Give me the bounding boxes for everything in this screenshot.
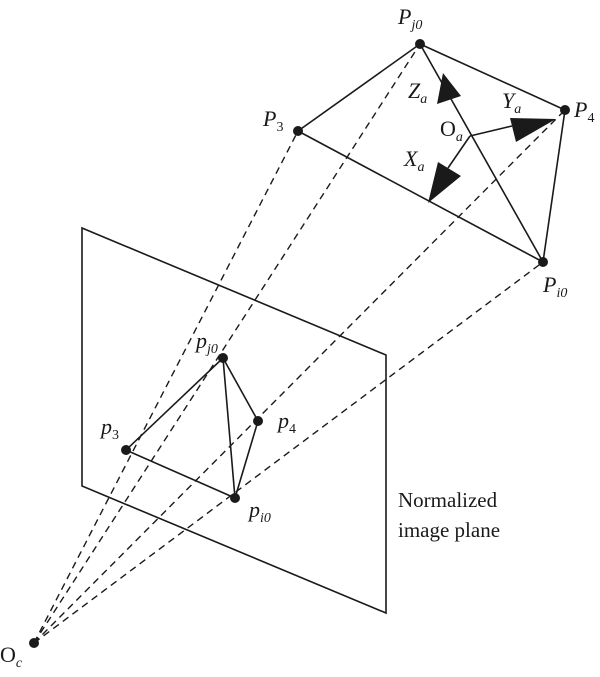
edge-pj0-p4 [222,357,259,422]
z-axis-arrow [437,73,461,104]
object-axes [428,73,556,203]
label-Oc: Oc [0,642,23,671]
label-Pi0: Pi0 [542,272,567,301]
ray-to-Pj0 [33,43,421,644]
label-pj0: pj0 [194,328,218,357]
edge-P4-Pi0 [542,109,566,263]
label-Xa: Xa [403,146,424,175]
edge-pi0-p3 [125,449,236,499]
label-Oa: Oa [440,116,463,145]
point-Pi0 [538,257,548,267]
projection-rays [33,43,566,644]
object-frame [297,43,566,263]
label-Pj0: Pj0 [397,4,422,33]
label-Ya: Ya [502,88,521,117]
point-Pj0 [415,39,425,49]
points [29,39,570,648]
x-axis-line [447,135,471,169]
edge-Pj0-P4 [419,43,566,111]
point-P3 [293,126,303,136]
label-Za: Za [408,78,427,107]
x-axis-arrow [428,162,461,203]
image-frame [125,357,259,499]
edge-Pj0-Pi0 [419,43,544,263]
label-pi0: pi0 [247,497,271,526]
caption-line-2: image plane [398,518,500,542]
label-p3: p3 [99,414,119,443]
point-P4 [560,105,570,115]
edge-pj0-pi0 [222,357,236,499]
ray-to-P4 [33,109,566,644]
label-p4: p4 [276,408,296,437]
y-axis-line [469,125,513,137]
edge-p3-pj0 [125,357,224,451]
caption-line-1: Normalized [398,488,498,512]
point-p4 [253,416,263,426]
ray-to-P3 [33,130,299,644]
y-axis-arrow [510,118,556,142]
point-p3 [121,445,131,455]
edge-P3-Pj0 [297,43,421,132]
ray-to-Pi0 [33,261,544,644]
edge-Pi0-P3 [297,130,544,263]
point-Oc [29,638,39,648]
label-P3: P3 [262,106,283,135]
point-pi0 [230,493,240,503]
label-P4: P4 [573,97,594,126]
image-plane [81,226,387,615]
edge-p4-pi0 [234,420,259,499]
point-pj0 [218,353,228,363]
